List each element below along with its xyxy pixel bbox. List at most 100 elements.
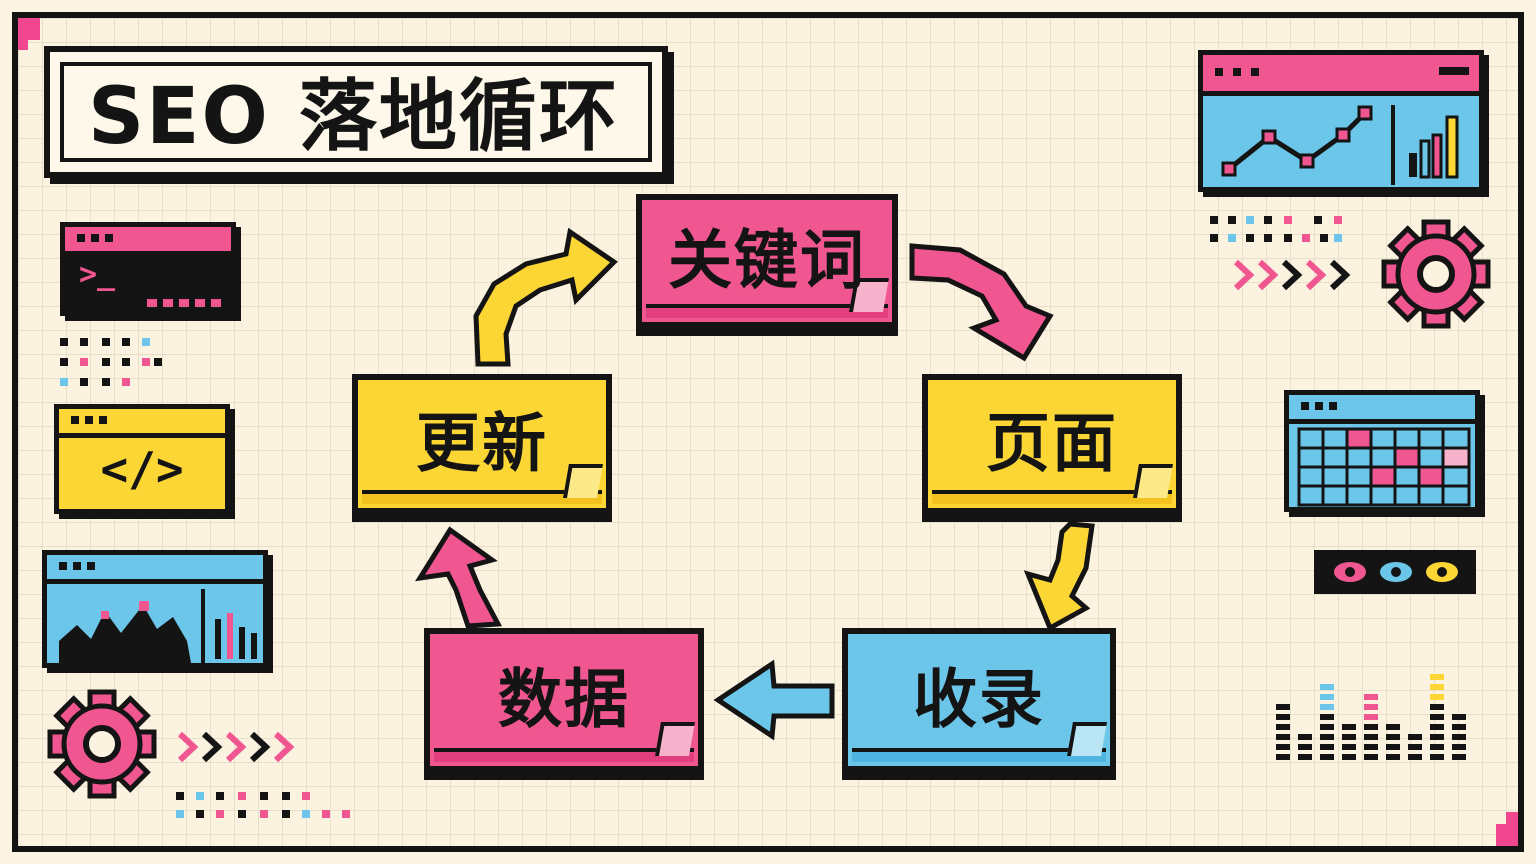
- chart-window-icon: [42, 550, 268, 668]
- window-dot: [77, 234, 85, 242]
- node-data: 数据: [424, 628, 704, 772]
- gear-icon: [47, 689, 157, 799]
- equalizer-block: [1320, 734, 1334, 740]
- code-tag: </>: [100, 442, 184, 496]
- node-page-label: 页面: [986, 407, 1118, 482]
- window-dot: [105, 234, 113, 242]
- window-dot: [71, 416, 79, 424]
- node-keyword-label: 关键词: [668, 224, 866, 299]
- pixel-dots-bottom-left: [176, 792, 350, 818]
- equalizer-block: [1342, 754, 1356, 760]
- equalizer-block: [1408, 754, 1422, 760]
- window-dot: [1251, 68, 1259, 76]
- title-banner: SEO 落地循环: [44, 46, 668, 178]
- equalizer-block: [1430, 734, 1444, 740]
- equalizer-block: [1364, 744, 1378, 750]
- node-keyword: 关键词: [636, 194, 898, 328]
- equalizer-block: [1364, 694, 1378, 700]
- chevron-arrows-icon: [177, 731, 295, 763]
- chevron-arrows-icon: [1233, 259, 1351, 291]
- equalizer-block: [1320, 714, 1334, 720]
- equalizer-block: [1386, 754, 1400, 760]
- equalizer-block: [1430, 714, 1444, 720]
- node-data-label: 数据: [498, 663, 630, 738]
- equalizer-block: [1430, 674, 1444, 680]
- equalizer-block: [1408, 734, 1422, 740]
- node-index-label: 收录: [913, 663, 1045, 738]
- equalizer-block: [1320, 744, 1334, 750]
- equalizer-block: [1430, 724, 1444, 730]
- terminal-dashes: [147, 299, 221, 307]
- equalizer-block: [1276, 704, 1290, 710]
- equalizer-block: [1342, 724, 1356, 730]
- equalizer-block: [1276, 724, 1290, 730]
- equalizer-block: [1364, 704, 1378, 710]
- code-titlebar: [59, 409, 225, 438]
- equalizer-block: [1342, 744, 1356, 750]
- equalizer-block: [1298, 754, 1312, 760]
- corner-accent-bottom-right-step: [1506, 812, 1518, 824]
- equalizer-block: [1452, 744, 1466, 750]
- window-dot: [99, 416, 107, 424]
- window-menu-bar: [1439, 67, 1469, 75]
- equalizer-block: [1430, 744, 1444, 750]
- equalizer-block: [1320, 754, 1334, 760]
- eye-icon: [1380, 562, 1412, 582]
- equalizer-block: [1276, 734, 1290, 740]
- window-dot: [1215, 68, 1223, 76]
- calendar-grid: [1297, 427, 1471, 507]
- title-inner-border: [60, 62, 652, 162]
- window-dot: [85, 416, 93, 424]
- node-update: 更新: [352, 374, 612, 514]
- equalizer-block: [1430, 754, 1444, 760]
- equalizer-block: [1298, 734, 1312, 740]
- window-dot: [1301, 402, 1309, 410]
- gear-icon: [1381, 219, 1491, 329]
- equalizer-icon: [1276, 674, 1466, 760]
- code-window-icon: </>: [54, 404, 230, 514]
- equalizer-block: [1320, 694, 1334, 700]
- equalizer-block: [1320, 704, 1334, 710]
- window-dot: [87, 562, 95, 570]
- node-keyword-lip: [646, 304, 888, 318]
- equalizer-block: [1452, 714, 1466, 720]
- equalizer-block: [1276, 744, 1290, 750]
- window-dot: [59, 562, 67, 570]
- equalizer-block: [1364, 714, 1378, 720]
- mountain-chart: [59, 589, 257, 663]
- equalizer-block: [1320, 684, 1334, 690]
- eye-icon: [1426, 562, 1458, 582]
- eye-icon: [1334, 562, 1366, 582]
- equalizer-block: [1452, 734, 1466, 740]
- corner-accent-bottom-right: [1496, 824, 1518, 846]
- equalizer-block: [1430, 704, 1444, 710]
- node-page: 页面: [922, 374, 1182, 514]
- calendar-titlebar: [1289, 395, 1475, 424]
- analytics-window-icon: [1198, 50, 1484, 192]
- equalizer-block: [1386, 734, 1400, 740]
- pixel-dots-right: [1210, 216, 1342, 242]
- equalizer-block: [1276, 754, 1290, 760]
- equalizer-block: [1298, 744, 1312, 750]
- window-dot: [1233, 68, 1241, 76]
- node-update-label: 更新: [416, 407, 548, 482]
- equalizer-block: [1430, 684, 1444, 690]
- window-dot: [91, 234, 99, 242]
- equalizer-block: [1276, 714, 1290, 720]
- node-index-lip: [852, 748, 1106, 762]
- page-title: SEO 落地循环: [88, 72, 619, 162]
- equalizer-block: [1320, 724, 1334, 730]
- node-update-lip: [362, 490, 602, 504]
- equalizer-block: [1364, 754, 1378, 760]
- chart-titlebar: [47, 555, 263, 584]
- node-index: 收录: [842, 628, 1116, 772]
- equalizer-block: [1408, 744, 1422, 750]
- equalizer-block: [1342, 734, 1356, 740]
- terminal-titlebar: [65, 227, 231, 256]
- node-page-lip: [932, 490, 1172, 504]
